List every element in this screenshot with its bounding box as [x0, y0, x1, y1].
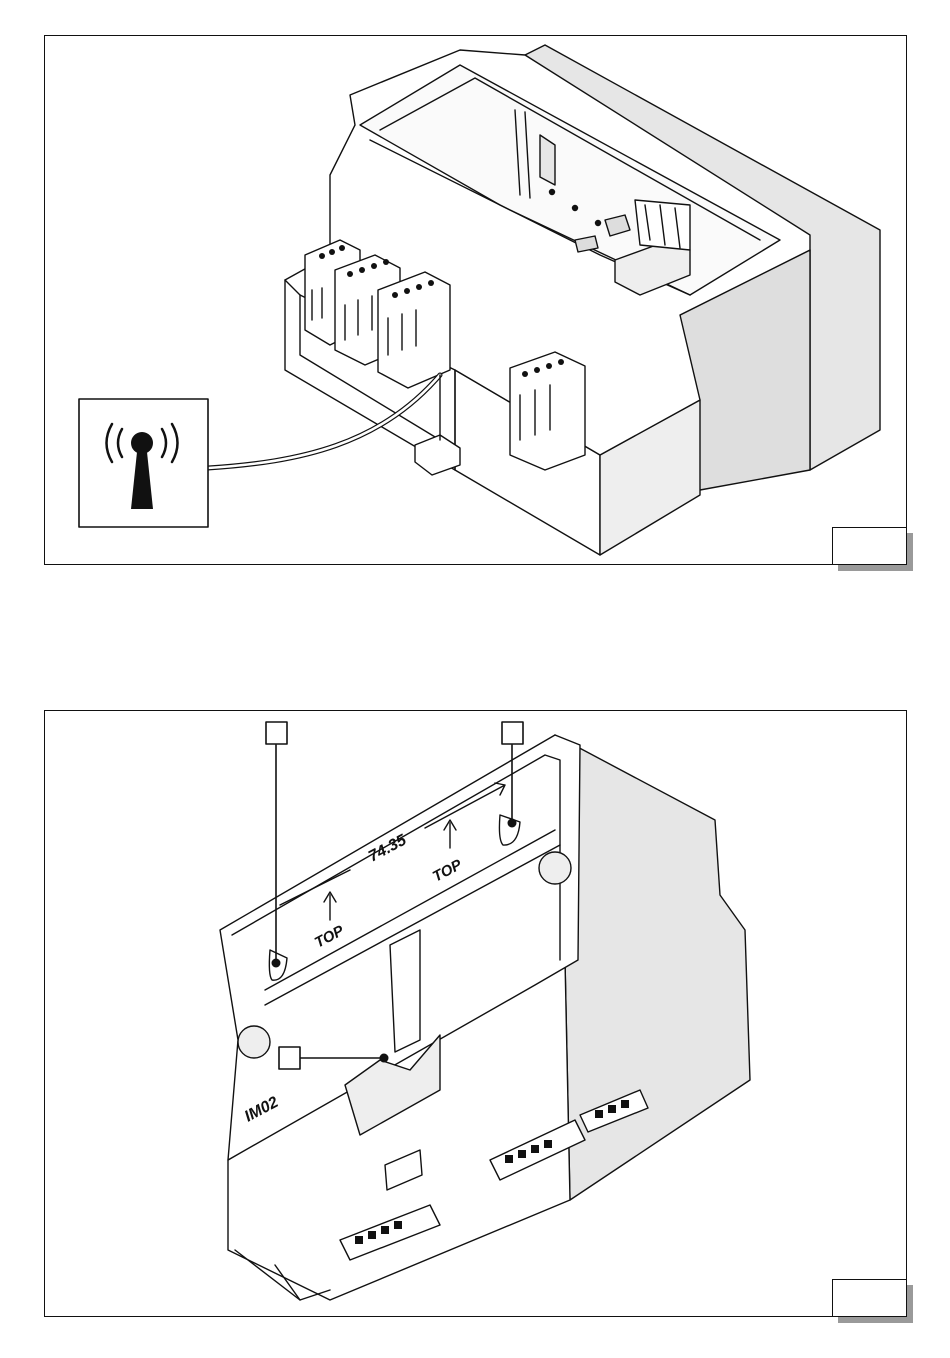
- callout-box-left-hole: [266, 722, 287, 744]
- figure-tag-top: [832, 527, 907, 565]
- wireless-antenna-icon: [79, 399, 208, 527]
- callout-box-right-hole: [502, 722, 523, 744]
- figure-tag-bottom: [832, 1279, 907, 1317]
- din-module-top-view: [208, 45, 880, 555]
- din-module-back-view: [220, 735, 750, 1300]
- callout-box-clip: [279, 1047, 300, 1069]
